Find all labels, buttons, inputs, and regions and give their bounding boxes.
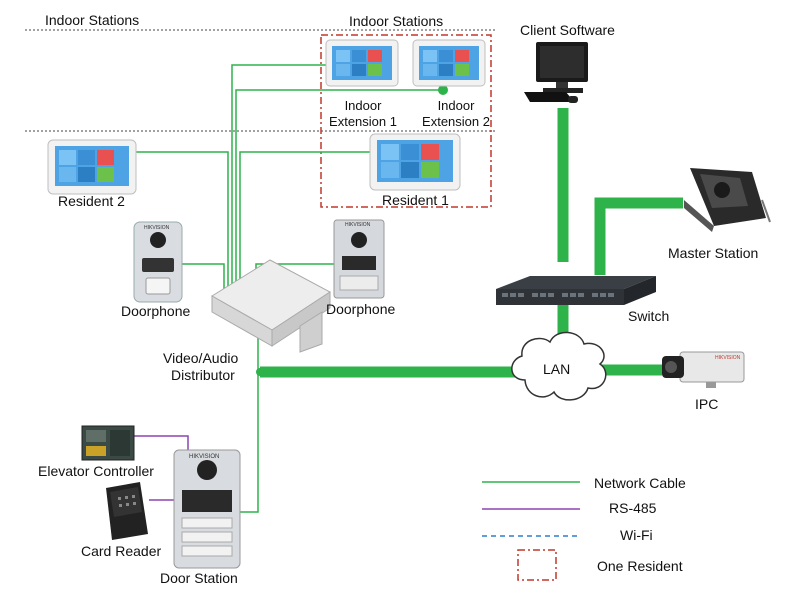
label-resident-2: Resident 2	[58, 193, 125, 209]
label-master-station: Master Station	[668, 245, 759, 261]
hub-node	[256, 368, 264, 376]
label-door-station: Door Station	[160, 570, 238, 586]
doorphone-left-device	[133, 221, 183, 303]
doorphone-right-device	[333, 219, 385, 299]
door-station-brand: HIKVISION	[189, 454, 220, 460]
legend-label-network-cable: Network Cable	[594, 475, 686, 491]
distributor-device	[211, 259, 331, 353]
network-trunks	[260, 108, 683, 378]
label-ipc: IPC	[695, 396, 719, 412]
doorphone-left-brand: HIKVISION	[144, 225, 170, 231]
card-reader-device	[106, 482, 148, 540]
elevator-controller-device	[81, 425, 135, 461]
lan-cloud	[511, 331, 607, 401]
wifi-bridge-dot	[438, 85, 448, 95]
master-station-device	[684, 168, 771, 232]
legend-graphics	[482, 481, 580, 581]
label-card-reader: Card Reader	[81, 543, 162, 559]
label-lan: LAN	[543, 361, 571, 377]
ipc-brand: HIKVISION	[715, 355, 741, 361]
legend-label-wifi: Wi-Fi	[620, 527, 653, 543]
label-indoor-stations-left: Indoor Stations	[45, 12, 140, 28]
ipc-camera	[662, 351, 745, 388]
indoor-extension-2-device	[412, 39, 486, 87]
label-doorphone-left: Doorphone	[121, 303, 191, 319]
label-distributor: Video/Audio Distributor	[163, 350, 239, 383]
one-resident-box	[320, 34, 492, 208]
door-station-device	[173, 449, 241, 569]
label-indoor-extension-1: Indoor Extension 1	[329, 98, 397, 129]
switch-device	[496, 276, 656, 305]
rs485-cables	[133, 435, 189, 501]
thin-network-cables	[135, 64, 440, 513]
doorphone-right-brand: HIKVISION	[345, 222, 371, 228]
label-switch: Switch	[628, 308, 670, 324]
client-computer-icon	[524, 42, 588, 103]
label-doorphone-right: Doorphone	[326, 301, 396, 317]
legend-label-one-resident: One Resident	[597, 558, 683, 574]
label-indoor-extension-2: Indoor Extension 2	[422, 98, 490, 129]
resident-1-monitor	[369, 133, 461, 191]
resident-2-monitor	[47, 139, 137, 195]
indoor-extension-1-device	[325, 39, 399, 87]
label-client-software: Client Software	[520, 22, 615, 38]
label-resident-1: Resident 1	[382, 192, 449, 208]
label-indoor-stations-top: Indoor Stations	[349, 13, 444, 29]
legend-resident-swatch	[517, 549, 557, 581]
label-elevator-controller: Elevator Controller	[38, 463, 154, 479]
legend-label-rs485: RS-485	[609, 500, 657, 516]
